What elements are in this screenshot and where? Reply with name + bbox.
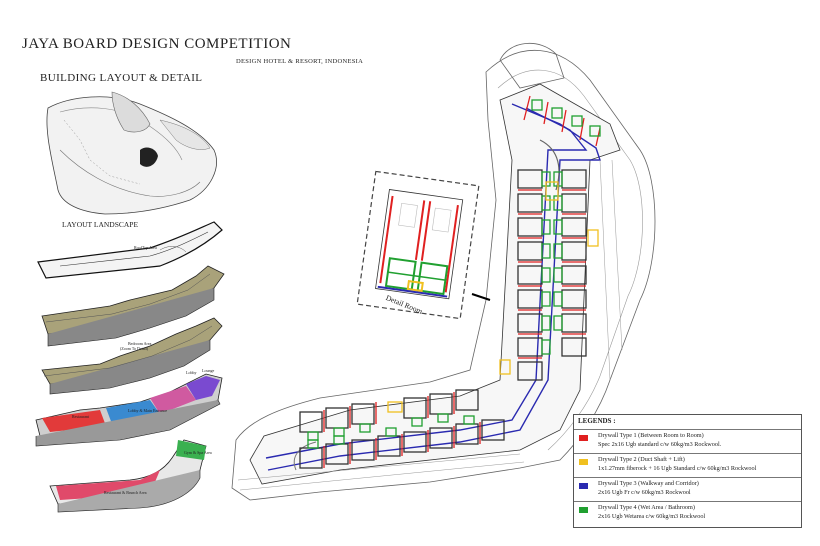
lounge-label: Lounge xyxy=(202,368,215,373)
lobby-entrance-label: Lobby & Main Entrance xyxy=(128,408,168,413)
legend-swatch-red xyxy=(579,435,588,441)
restaurant-top-label: Restaurant xyxy=(72,414,90,419)
detail-room-box xyxy=(356,170,491,320)
legend-item-spec: 1x1.27mm fiberock + 16 Ugb Standard c/w … xyxy=(598,465,757,472)
section-title: BUILDING LAYOUT & DETAIL xyxy=(40,72,203,84)
page-subtitle: DESIGN HOTEL & RESORT, INDONESIA xyxy=(236,58,364,65)
landscape-plan xyxy=(46,91,217,215)
legend-item-title: Drywall Type 1 (Between Room to Room) xyxy=(598,432,704,439)
legend-item: Drywall Type 1 (Between Room to Room) Sp… xyxy=(574,429,801,453)
legend-item: Drywall Type 3 (Walkway and Corridor) 2x… xyxy=(574,477,801,501)
legend-swatch-blue xyxy=(579,483,588,489)
legend-item-title: Drywall Type 4 (Wet Area / Bathroom) xyxy=(598,504,695,511)
page-title: JAYA BOARD DESIGN COMPETITION xyxy=(22,36,292,52)
legend-title: LEGENDS : xyxy=(578,417,616,425)
lobby-label: Lobby xyxy=(186,370,197,375)
restaurant-label: Restaurant & Brunch Area xyxy=(104,490,147,495)
legend-swatch-yellow xyxy=(579,459,588,465)
ground-floor-layer xyxy=(35,373,223,447)
legend-swatch-green xyxy=(579,507,588,513)
base-layer xyxy=(49,439,207,513)
legend-item-spec: 2x16 Ugb Wetarea c/w 60kg/m3 Rockwool xyxy=(598,513,706,520)
legend-item: Drywall Type 2 (Duct Shaft + Lift) 1x1.2… xyxy=(574,453,801,477)
landscape-label: LAYOUT LANDSCAPE xyxy=(62,220,139,229)
legend: LEGENDS : Drywall Type 1 (Between Room t… xyxy=(573,414,802,528)
legend-item-spec: 2x16 Ugb Fr c/w 60kg/m3 Rockwool xyxy=(598,489,691,496)
legend-item-title: Drywall Type 3 (Walkway and Corridor) xyxy=(598,480,699,487)
rooftop-layer xyxy=(37,221,223,279)
bedroom-zoom-label: (Zoom To Detail) xyxy=(120,346,149,351)
rooftop-label: RoofTop Area xyxy=(134,245,157,250)
legend-item: Drywall Type 4 (Wet Area / Bathroom) 2x1… xyxy=(574,501,801,525)
gym-label: Gym & Spa Area xyxy=(184,450,212,455)
legend-item-spec: Spec 2x16 Ugb standard c/w 60kg/m3 Rockw… xyxy=(598,441,722,448)
bedroom-label: Bedroom Area xyxy=(128,341,152,346)
bedroom-layer-lower xyxy=(41,317,223,395)
legend-item-title: Drywall Type 2 (Duct Shaft + Lift) xyxy=(598,456,685,463)
bedroom-layer-upper xyxy=(41,265,225,347)
